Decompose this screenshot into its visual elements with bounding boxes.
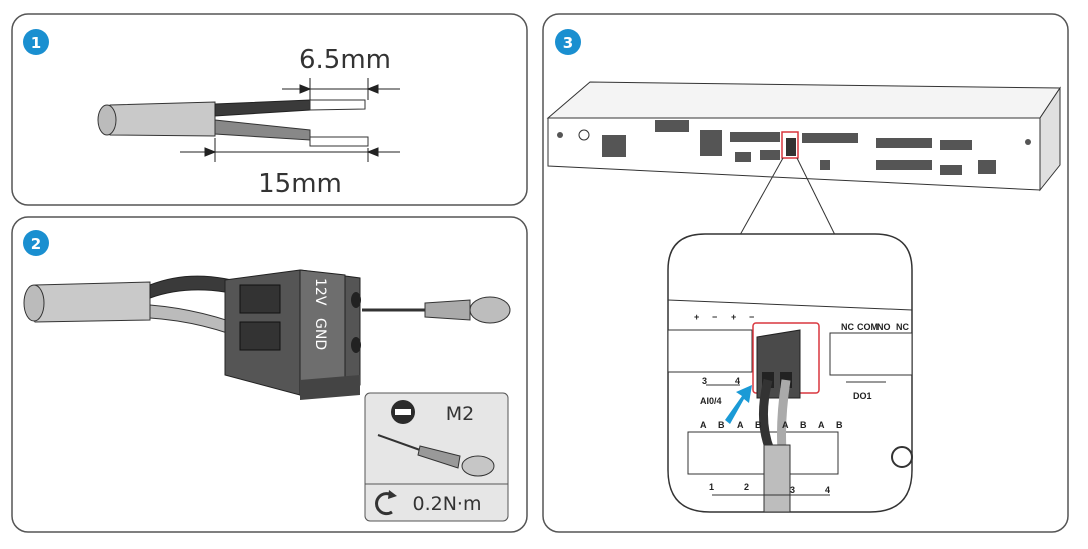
step-badge: [23, 230, 49, 256]
label: COM: [857, 322, 878, 332]
rotate-clockwise-icon: [375, 490, 397, 516]
torque-value: 0.2N·m: [413, 493, 482, 515]
port-labels: + − + − NC COM NO NC DO1 3 4 AI0/4 A B A…: [694, 312, 909, 495]
detail-zoom-view: [667, 233, 913, 513]
flat-screwdriver-icon: [391, 400, 415, 424]
step-3-panel: 3: [542, 13, 1069, 533]
label: 2: [31, 235, 41, 253]
label: NC: [896, 322, 909, 332]
screwdriver-illustration: [377, 434, 495, 477]
label: B: [836, 420, 843, 430]
dimension-lines: [180, 78, 400, 162]
label: −: [749, 312, 754, 322]
label: NC: [841, 322, 854, 332]
step-badge: [23, 29, 49, 55]
label: +: [731, 312, 736, 322]
label: B: [800, 420, 807, 430]
tool-spec-card: M2 0.2N·m: [364, 392, 509, 522]
terminal-label-12v: 12V: [312, 278, 328, 306]
step-badge: [555, 29, 581, 55]
label: 3: [790, 485, 795, 495]
label: A: [700, 420, 707, 430]
label: B: [755, 420, 762, 430]
screwdriver-size: M2: [446, 403, 474, 425]
label: DO1: [853, 391, 872, 401]
label: A: [818, 420, 825, 430]
label: B: [718, 420, 725, 430]
step-2-panel: 2 12V GND M2: [11, 216, 528, 533]
cable-into-terminal-illustration: [23, 269, 511, 400]
label: 4: [825, 485, 830, 495]
device-front-illustration: [546, 81, 1061, 236]
dimension-short: 6.5mm: [299, 45, 391, 75]
label: −: [712, 312, 717, 322]
step-1-panel: 1 6.5mm 15mm: [11, 13, 528, 206]
label: 1: [709, 482, 714, 492]
label: A: [782, 420, 789, 430]
label: 4: [735, 376, 740, 386]
label: NO: [877, 322, 891, 332]
dimension-long: 15mm: [258, 169, 342, 199]
label: 2: [744, 482, 749, 492]
label: 1: [31, 34, 41, 52]
label: 3: [702, 376, 707, 386]
label: A: [737, 420, 744, 430]
stripped-cable-illustration: [97, 99, 369, 147]
insert-arrow: [725, 385, 752, 424]
label: +: [694, 312, 699, 322]
highlight-box-small: [781, 131, 799, 159]
terminal-label-gnd: GND: [312, 318, 328, 350]
label: AI0/4: [700, 396, 722, 406]
label: 3: [563, 34, 573, 52]
